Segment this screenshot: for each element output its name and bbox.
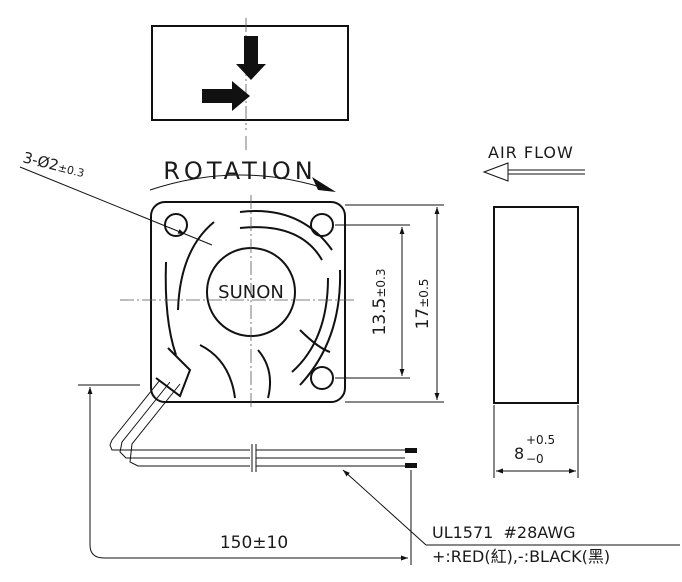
airflow-label: AIR FLOW — [488, 143, 574, 162]
fan-side-view: 8 +0.5 −0 — [493, 206, 579, 478]
stripped-wire-end — [405, 448, 417, 453]
lead-length-label: 150±10 — [220, 533, 288, 553]
mounting-hole — [310, 366, 334, 390]
stripped-wire-end — [405, 463, 417, 468]
airflow-arrow-icon — [482, 162, 509, 182]
wire-polarity-label: +:RED(紅),-:BLACK(黑) — [432, 547, 610, 566]
mounting-hole — [164, 213, 188, 237]
svg-text:13.5±0.3: 13.5±0.3 — [370, 269, 390, 336]
frame-size-tolerance: ±0.5 — [417, 279, 431, 308]
hole-diameter-tolerance: ±0.3 — [57, 161, 86, 180]
lead-wires — [109, 379, 417, 472]
rotation-indicator: ROTATION — [149, 157, 336, 192]
mounting-hole — [310, 213, 334, 237]
svg-text:8: 8 — [514, 444, 524, 463]
fan-front-view: SUNON — [120, 195, 355, 410]
wire-spec-callout: UL1571 #28AWG +:RED(紅),-:BLACK(黑) — [342, 469, 680, 566]
svg-text:17±0.5: 17±0.5 — [413, 279, 433, 330]
rotation-label: ROTATION — [163, 157, 317, 185]
arrow-down-icon — [236, 36, 266, 80]
dim-hole-pitch: 13.5±0.3 — [335, 224, 410, 379]
hole-callout: 3-Ø2±0.3 — [19, 148, 213, 246]
hole-pitch-value: 13.5 — [370, 298, 390, 336]
airflow-indicator: AIR FLOW — [482, 143, 585, 182]
thickness-value: 8 — [514, 444, 524, 463]
arrow-right-icon — [202, 81, 250, 111]
dim-lead-length: 150±10 — [78, 384, 412, 565]
frame-size-value: 17 — [413, 308, 433, 330]
dim-frame-size: 17±0.5 — [345, 204, 444, 403]
thickness-tolerance-lower: −0 — [526, 452, 544, 466]
hole-pitch-tolerance: ±0.3 — [374, 269, 388, 298]
thickness-tolerance-upper: +0.5 — [526, 433, 555, 447]
svg-text:3-Ø2±0.3: 3-Ø2±0.3 — [21, 148, 87, 181]
orientation-box — [151, 18, 349, 150]
hole-diameter-label: 3-Ø2 — [21, 148, 61, 174]
wire-spec-label: UL1571 #28AWG — [432, 523, 576, 542]
